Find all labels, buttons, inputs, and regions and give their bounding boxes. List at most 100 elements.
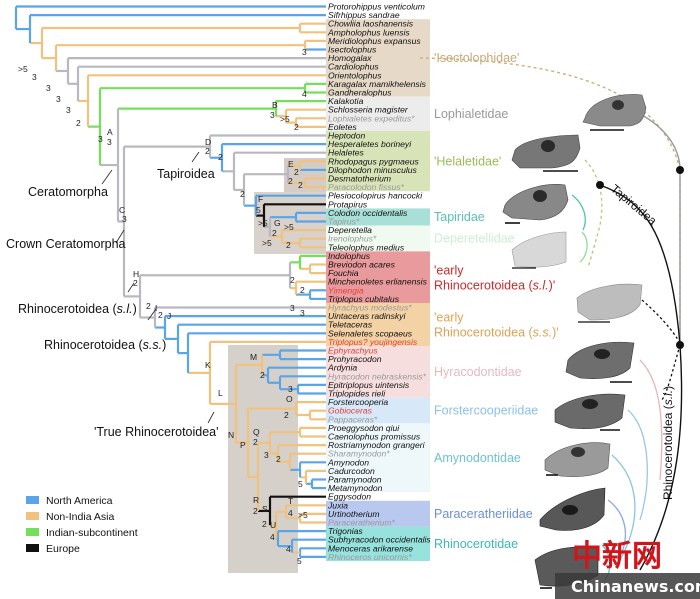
arc-deperetellidae [579,231,588,263]
watermark-english: Chinanews.com [571,577,700,596]
taxon-label: Gandheralophus [328,88,392,98]
support-value: 2 [253,437,258,447]
support-value: 5 [256,205,261,215]
subclade-shading [228,158,326,573]
node-letter: B [272,100,278,110]
family-label: Tapiridae [434,210,485,224]
taxon-label: Eoletes [328,122,357,132]
clade-rhinocerotoidea-sl: Rhinocerotoidea (s.l.) [18,302,137,316]
taxon-label: Homogalax [328,53,372,63]
watermark-band [555,573,700,599]
arc-tapiroidea [599,184,681,346]
family-label: Forstercooperiidae [434,404,538,418]
node-letter: R [253,495,259,505]
taxon-label: Eggysodon [328,492,371,502]
taxon-label: Cardiolophus [328,62,379,72]
taxon-label: Ardynia [327,363,357,373]
arc-paraceratheriidae [607,499,627,561]
taxon-label: Subhyracodon occidentalis [328,535,431,545]
family-bg [326,96,430,131]
taxon-label: Protapirus [328,199,368,209]
support-value: 2 [218,152,223,162]
node-letter: J [167,311,171,321]
taxon-label: Rostriamynodon grangeri [328,440,426,450]
shade-box-true-rhino [228,345,298,573]
skull-forstercooperiidae [554,393,626,431]
taxon-label: Desmatotherium [328,174,391,184]
taxon-label: Kalakotia [328,96,364,106]
support-value: 2 [240,189,245,199]
family-bg [326,303,430,346]
support-value: 4 [270,532,275,542]
taxon-label: Amynodon [327,457,369,467]
arc-early-rhino-ss-dashed [661,344,681,401]
node-letter: E [288,159,294,169]
family-backgrounds [326,19,430,561]
taxon-label: Colodon occidentalis [328,208,408,218]
taxon-label: Fouchia [328,268,359,278]
taxon-label: Ephyrachyus [328,346,378,356]
family-label: 'Isectolophidae' [434,51,519,65]
skull-tapiridae [502,184,569,224]
legend-swatch [26,544,39,552]
arc-lophialetidae [641,114,681,171]
node-letter: F [258,194,263,204]
support-value: 3 [32,72,37,82]
taxon-label: Selenaletes scopaeus [328,328,413,338]
taxon-label: Rhodopagus pygmaeus [328,156,419,166]
taxon-label: Dilophodon minusculus [328,165,418,175]
node-letter: U [270,520,276,530]
support-value: 3 [56,94,61,104]
taxon-label: Protorohippus venticolum [328,2,425,12]
skull-early-rhino [576,283,643,323]
support-value: 5 [298,479,303,489]
support-value: 3 [264,450,269,460]
support-value: 2 [294,122,299,132]
family-bg [326,500,430,527]
pointer-rhino-ss [147,308,157,321]
support-value: 2 [146,301,151,311]
taxon-label: Hyracodon nebraskensis* [328,371,427,381]
arc-isectolophidae-dashed [419,57,681,345]
support-value: 2 [272,228,277,238]
taxon-label: Hesperaletes borineyi [328,139,412,149]
taxon-label: Karagalax mamikhelensis [328,79,427,89]
support-value: 2 [260,370,265,380]
family-label: Hyracodontidae [434,365,522,379]
support-value: 2 [205,146,210,156]
skull-isectolophidae [582,94,647,131]
pointer-ceratomorpha [101,169,113,185]
support-value: 4 [302,89,307,99]
taxon-label: Juxia [327,500,348,510]
clade-tapiroidea: Tapiroidea [157,167,215,181]
support-value: 3 [288,384,293,394]
support-value: >5 [262,238,272,248]
clade-true-rhinocerotoidea: 'True Rhinocerotoidea' [94,425,219,439]
node-letter: O [286,394,293,404]
taxon-label: Urtinotherium [328,509,380,519]
support-value: 3 [46,83,51,93]
family-label: Lophialetidae [434,107,508,121]
node-letter: H [133,269,139,279]
arc-node-dot [676,166,684,174]
taxon-label: Trigonias [328,526,363,536]
support-value: 2 [298,180,303,190]
taxon-label: Hyrachyus modestus* [328,303,412,313]
arc-amynodontidae [611,454,636,561]
taxon-label: Ampholophus luensis [327,27,410,37]
support-value: >5 [18,64,28,74]
skull-deperetellidae [511,231,567,269]
arc-rhinocerotoidea [639,344,683,571]
watermark: 中新网 Chinanews.com [555,539,700,599]
family-bg [326,251,430,303]
legend-swatch [26,496,39,504]
node-letter: I [155,303,157,313]
taxon-label: Breviodon acares [328,260,396,270]
taxon-label: Helaletes [328,148,365,158]
node-letter: Q [253,427,260,437]
support-value: 2 [76,118,81,128]
family-bg [326,225,430,252]
watermark-chinese: 中新网 [572,539,662,574]
